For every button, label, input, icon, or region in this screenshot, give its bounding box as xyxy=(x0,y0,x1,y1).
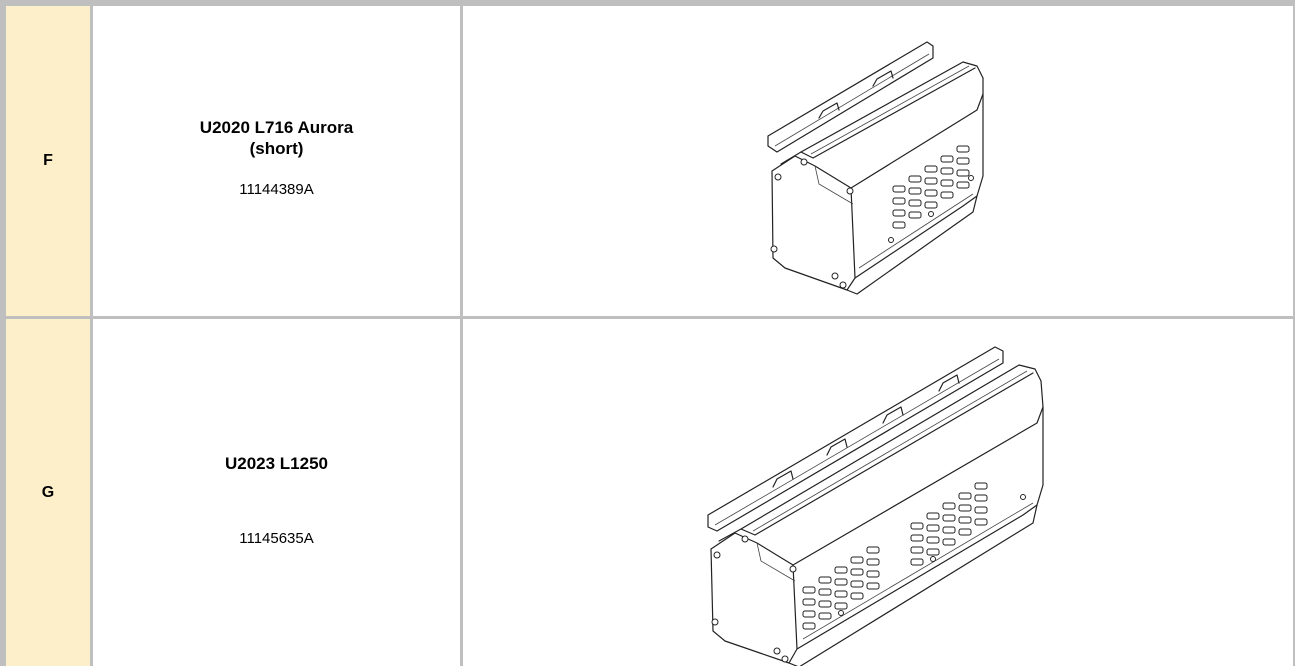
product-title-line1: U2020 L716 Aurora xyxy=(199,118,354,137)
product-code: 11145635A xyxy=(239,530,314,547)
image-cell xyxy=(463,6,1293,316)
table-border-top xyxy=(0,0,1295,6)
column-divider xyxy=(90,6,93,666)
table-border-left xyxy=(0,0,6,666)
row-letter: F xyxy=(43,152,53,169)
heater-unit-long-drawing-icon xyxy=(707,346,1044,666)
product-title-line2: (short) xyxy=(249,139,304,158)
product-title-line1: U2023 L1250 xyxy=(224,454,329,473)
row-letter: G xyxy=(41,483,55,501)
row-letter-cell: G xyxy=(6,319,90,666)
description-cell: U2023 L1250 11145635A xyxy=(93,319,460,666)
row-divider xyxy=(6,316,1293,319)
product-code: 11144389A xyxy=(239,181,314,198)
image-cell xyxy=(463,319,1293,666)
table-row: F U2020 L716 Aurora (short) 11144389A xyxy=(6,6,1293,316)
description-cell: U2020 L716 Aurora (short) 11144389A xyxy=(93,6,460,316)
heater-unit-short-drawing-icon xyxy=(767,41,984,295)
product-title: U2020 L716 Aurora (short) xyxy=(200,117,353,159)
product-title: U2023 L1250 xyxy=(225,453,328,474)
row-letter-cell: F xyxy=(6,6,90,316)
table-border-right xyxy=(1293,0,1295,666)
table-row: G U2023 L1250 11145635A xyxy=(6,319,1293,666)
column-divider xyxy=(460,6,463,666)
